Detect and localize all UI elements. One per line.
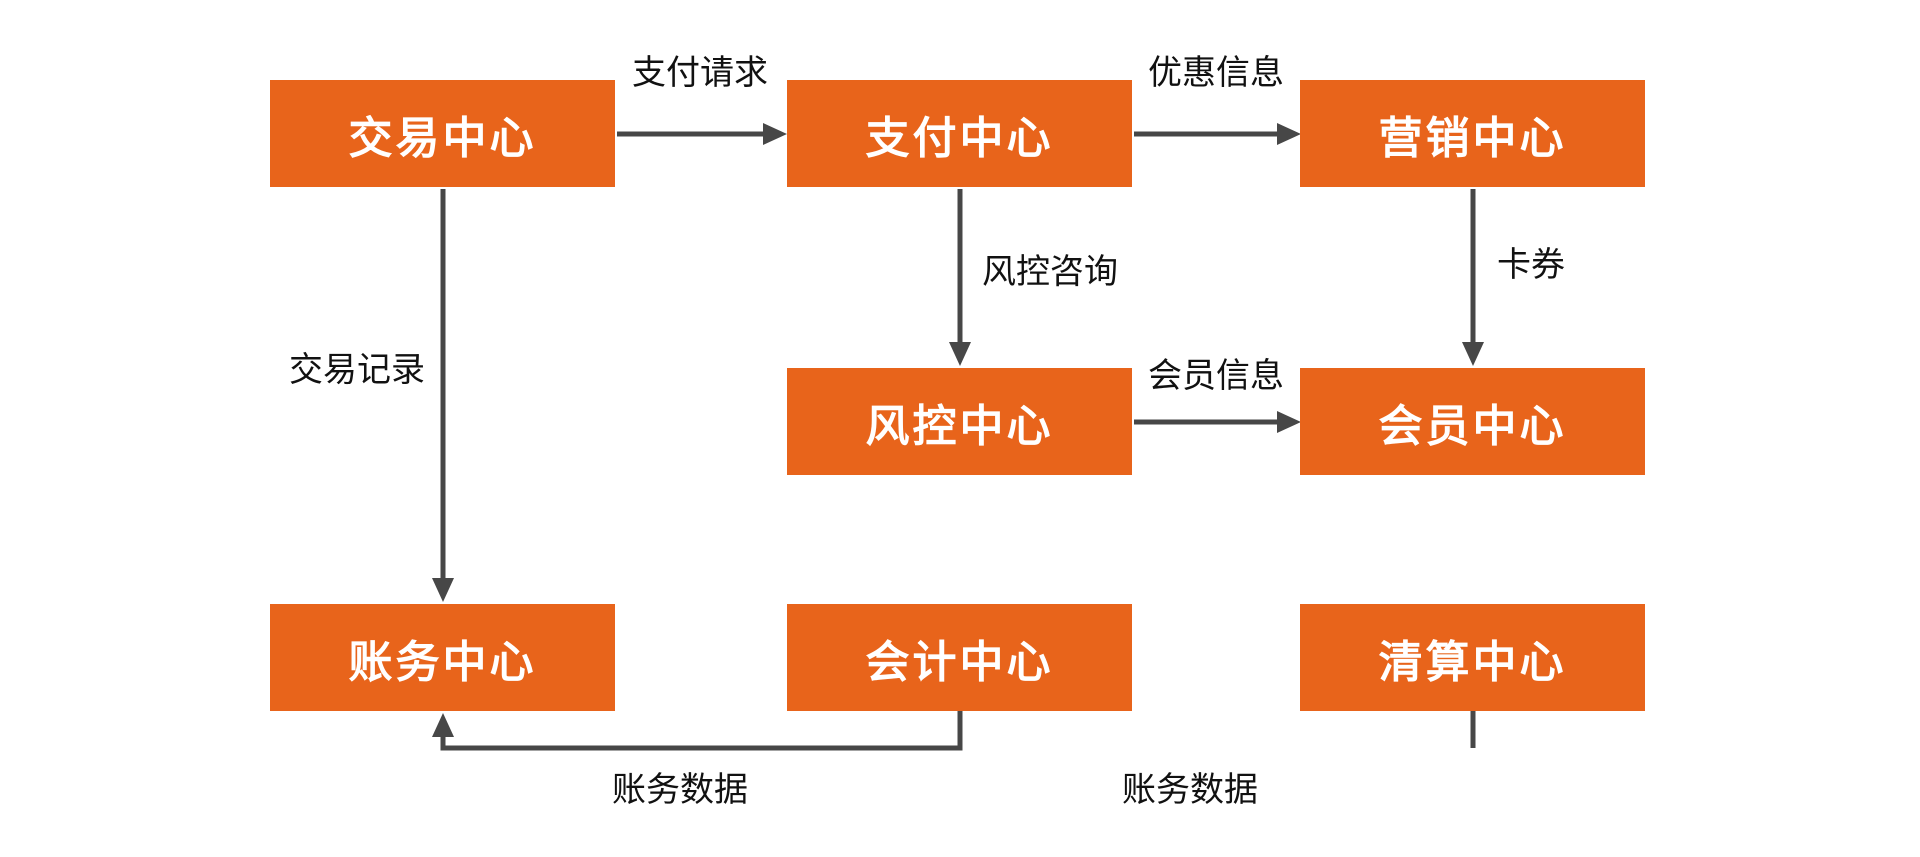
- node-member-center: 会员中心: [1300, 368, 1645, 475]
- edge-label-trade-record: 交易记录: [289, 351, 425, 389]
- edge-label-discount-info: 优惠信息: [1148, 54, 1284, 92]
- node-trade-center: 交易中心: [270, 80, 615, 187]
- node-risk-center: 风控中心: [787, 368, 1132, 475]
- arrow-accounting-clearing-to-billing: [432, 711, 1476, 751]
- node-payment-center: 支付中心: [787, 80, 1132, 187]
- edge-label-payment-request: 支付请求: [632, 54, 768, 92]
- edge-label-card-coupon: 卡券: [1497, 246, 1565, 284]
- arrow-risk-to-member: [1134, 411, 1301, 433]
- arrow-payment-to-marketing: [1134, 123, 1301, 145]
- arrow-payment-to-risk: [949, 189, 971, 366]
- edge-label-billing-data-right: 账务数据: [1122, 771, 1258, 809]
- arrow-trade-to-billing: [432, 189, 454, 602]
- arrow-marketing-to-member: [1462, 189, 1484, 366]
- node-clearing-center: 清算中心: [1300, 604, 1645, 711]
- node-accounting-center: 会计中心: [787, 604, 1132, 711]
- arrow-trade-to-payment: [617, 123, 787, 145]
- node-billing-center: 账务中心: [270, 604, 615, 711]
- node-marketing-center: 营销中心: [1300, 80, 1645, 187]
- edge-label-member-info: 会员信息: [1148, 357, 1284, 395]
- edge-label-billing-data-left: 账务数据: [612, 771, 748, 809]
- edge-label-risk-consult: 风控咨询: [982, 253, 1118, 291]
